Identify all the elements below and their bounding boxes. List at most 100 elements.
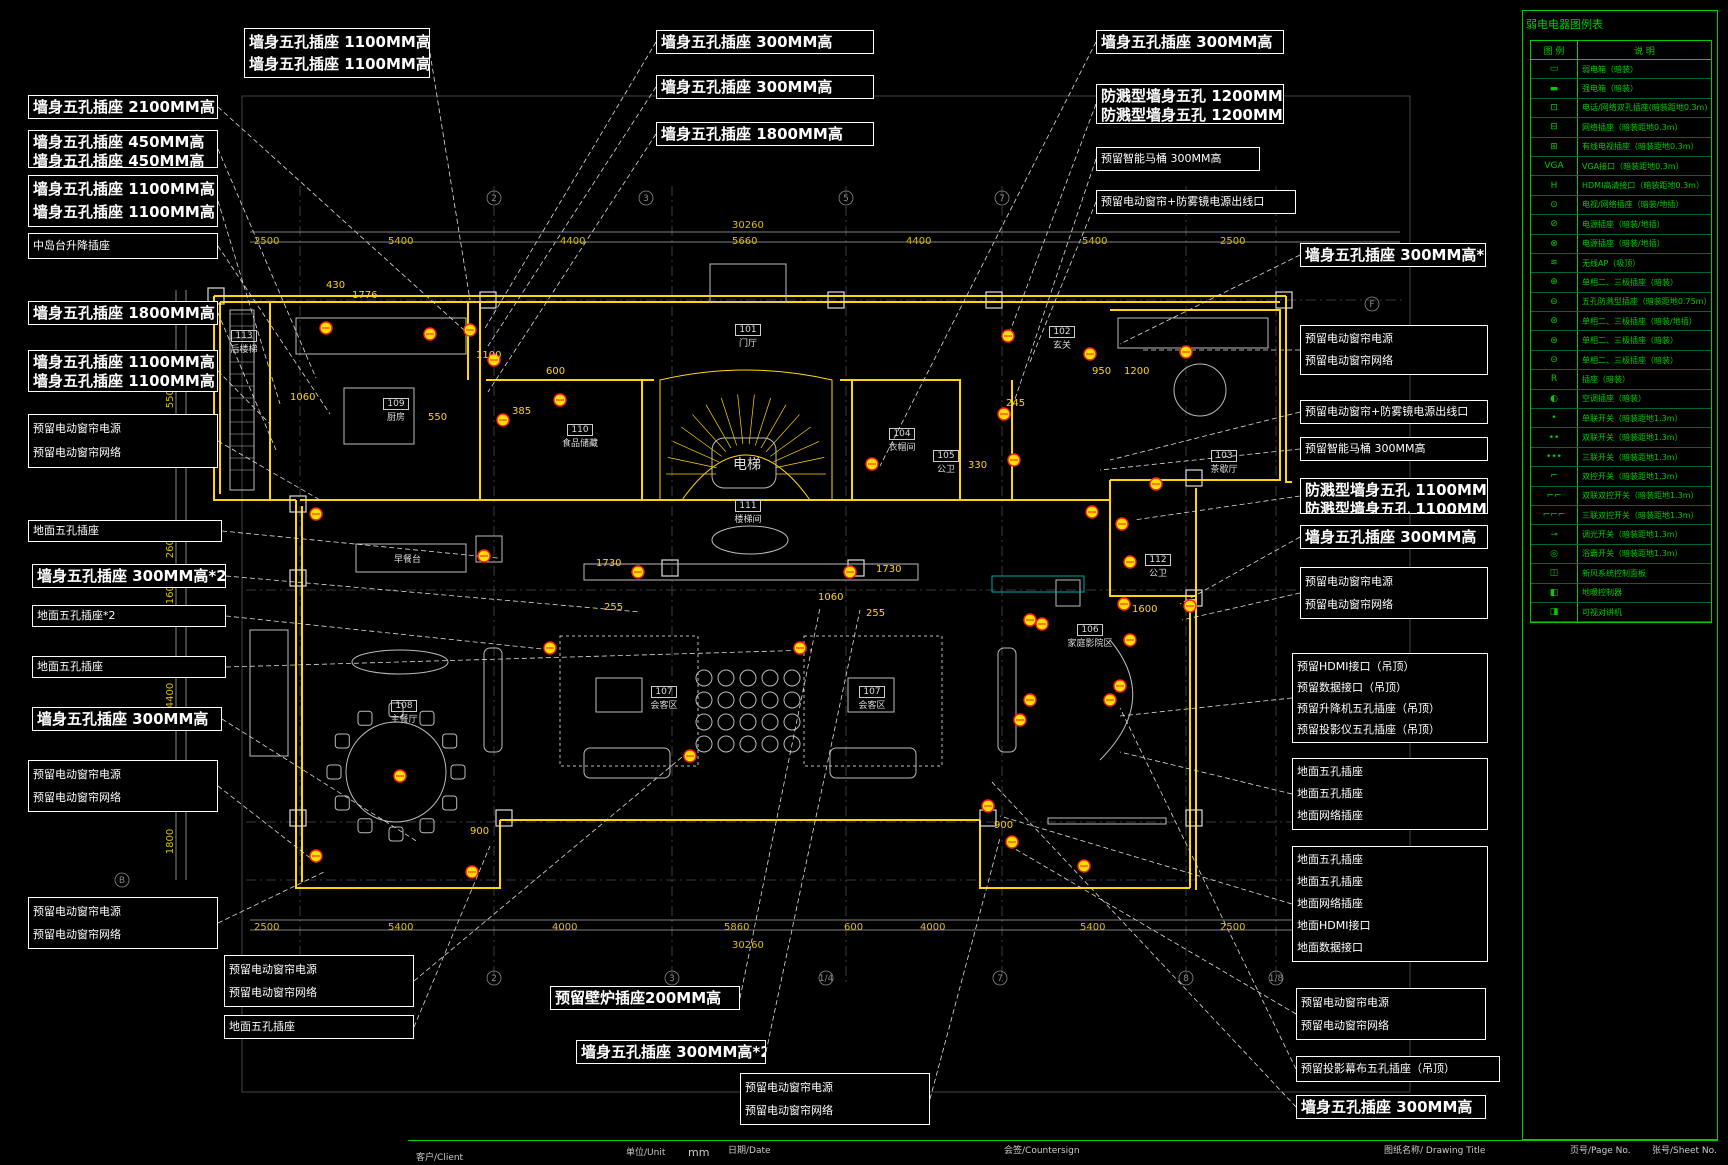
kitchen-island [343, 387, 415, 445]
callout-line: 地面五孔插座 [37, 660, 103, 674]
callout-box: 预留电动窗帘电源预留电动窗帘网络 [224, 955, 414, 1007]
kitchen-counter [295, 317, 467, 355]
dining-chair [357, 818, 373, 834]
ottoman [761, 691, 779, 709]
leader-line [217, 148, 317, 379]
callout-box: 墙身五孔插座 1100MM高墙身五孔插座 1100MM高 [28, 175, 218, 227]
callout-line: 墙身五孔插座 1800MM高 [33, 304, 215, 322]
callout-box: 地面五孔插座 [32, 656, 226, 678]
ottoman [761, 713, 779, 731]
callout-box: 预留电动窗帘电源预留电动窗帘网络 [28, 414, 218, 468]
legend-description: 单联开关（暗装距地1.3m） [1582, 413, 1683, 423]
plan-dimension: 245 [1006, 398, 1026, 409]
leader-line [483, 41, 657, 331]
callout-line: 预留电动窗帘网络 [33, 790, 121, 804]
axis-bubble [1178, 970, 1194, 986]
dining-chair [442, 795, 458, 811]
ottoman [717, 669, 735, 687]
callout-line: 预留电动窗帘电源 [33, 767, 121, 781]
callout-line: 预留电动窗帘网络 [745, 1103, 833, 1117]
callout-line: 预留数据接口（吊顶） [1297, 680, 1407, 694]
callout-line: 预留电动窗帘+防雾镜电源出线口 [1305, 405, 1469, 419]
room-number: 107 [651, 686, 677, 698]
leader-line [1179, 536, 1301, 605]
column [289, 569, 307, 587]
column [985, 291, 1003, 309]
legend-description: 地暖控制器 [1582, 588, 1622, 598]
legend-row: ••双联开关（暗装距地1.3m） [1531, 428, 1711, 448]
callout-box: 墙身五孔插座 1100MM高墙身五孔插座 1100MM高 [244, 28, 430, 78]
callout-line: 预留智能马桶 300MM高 [1101, 152, 1222, 166]
room-name: 厨房 [386, 413, 405, 423]
dim-top-value: 2500 [1220, 236, 1246, 247]
callout-box: 墙身五孔插座 300MM高*3 [1300, 243, 1486, 267]
legend-symbol-icon: ◐ [1531, 389, 1578, 409]
plant-box [1055, 579, 1081, 607]
room-number: 110 [567, 424, 593, 436]
room-name: 主餐厅 [390, 715, 418, 725]
ottoman [739, 691, 757, 709]
sideboard [351, 649, 449, 675]
leader-line [487, 86, 657, 347]
tb-countersign: 会签/Countersign [1004, 1146, 1080, 1156]
ottoman [739, 669, 757, 687]
plan-dimension: 600 [546, 366, 566, 377]
room-number: 111 [735, 500, 761, 512]
axis-bubble [992, 970, 1008, 986]
axis-bubble [486, 970, 502, 986]
aquarium-strip [991, 575, 1085, 593]
callout-box: 墙身五孔插座 1800MM高 [28, 301, 218, 325]
callout-line: 墙身五孔插座 1800MM高 [661, 125, 843, 143]
sofa [583, 747, 671, 779]
callout-box: 墙身五孔插座 300MM高 [1296, 1095, 1486, 1119]
legend-row: ▬强电箱（暗装） [1531, 79, 1711, 99]
legend-description: 五孔防溅型插座（暗装距地0.75m） [1581, 297, 1711, 307]
legend-row: ⊟网络插座（暗装距地0.3m） [1531, 118, 1711, 138]
room-name: 衣帽间 [888, 443, 916, 453]
room-name: 楼梯间 [734, 515, 762, 525]
callout-line: 预留投影幕布五孔插座（吊顶） [1301, 1062, 1455, 1076]
callout-line: 墙身五孔插座 300MM高 [661, 78, 833, 96]
fireplace [249, 629, 289, 757]
room-number: 112 [1145, 554, 1171, 566]
sofa [829, 747, 917, 779]
room-name: 食品储藏 [561, 439, 598, 449]
callout-box: 预留电动窗帘电源预留电动窗帘网络 [28, 897, 218, 949]
callout-line: 防溅型墙身五孔 1100MM高 [1305, 499, 1488, 514]
leader-line [1099, 448, 1301, 471]
legend-title: 弱电电器图例表 [1526, 18, 1603, 31]
callout-box: 墙身五孔插座 2100MM高 [28, 95, 218, 119]
callout-box: 防溅型墙身五孔 1100MM高防溅型墙身五孔 1100MM高 [1300, 478, 1488, 514]
legend-symbol-icon: ◨ [1531, 602, 1578, 622]
callout-line: 墙身五孔插座 450MM高 [33, 133, 205, 151]
legend-row: ⊘电源插座（暗装/地插） [1531, 215, 1711, 235]
spiral-stair [659, 369, 833, 501]
callout-line: 预留电动窗帘电源 [1301, 995, 1389, 1009]
plan-dimension: 1060 [290, 392, 316, 403]
legend-description: 新风系统控制面板 [1582, 568, 1646, 578]
dining-chair [442, 733, 458, 749]
legend-table: 图 例 说 明 ▭弱电箱（暗装）▬强电箱（暗装）⊡电话/网络双孔插座(暗装距地0… [1530, 40, 1712, 624]
tb-sheet-no: 张号/Sheet No. [1652, 1146, 1717, 1156]
tb-date: 日期/Date [728, 1146, 771, 1156]
axis-bubble-label: 3 [669, 974, 675, 984]
legend-description: VGA接口（暗装距地0.3m） [1582, 161, 1684, 171]
legend-row: ▭弱电箱（暗装） [1531, 60, 1711, 80]
dimension-lines [175, 231, 1400, 931]
legend-panel [1522, 10, 1718, 1140]
column [1185, 469, 1203, 487]
callout-line: 地面五孔插座 [1297, 787, 1363, 801]
dim-side-value: 1800 [165, 828, 177, 855]
wall-line [1285, 296, 1292, 483]
plan-dimension: 1730 [876, 564, 902, 575]
legend-description: 强电箱（暗装） [1582, 84, 1638, 94]
leader-line [1119, 751, 1293, 795]
column [289, 495, 307, 513]
legend-row: ⊖五孔防溅型插座（暗装距地0.75m） [1531, 292, 1711, 313]
legend-description: 双联开关（暗装距地1.3m） [1582, 433, 1683, 443]
breakfast-counter [355, 543, 467, 573]
axis-bubble [818, 970, 834, 986]
